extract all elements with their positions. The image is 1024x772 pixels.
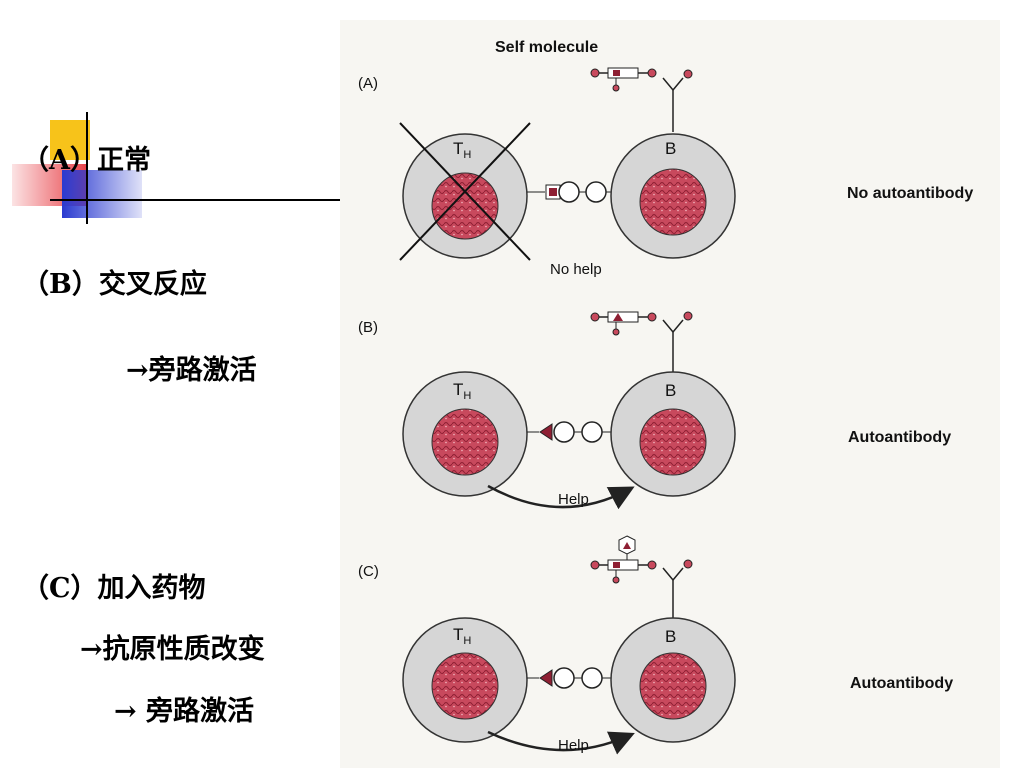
- result-no-autoantibody: No autoantibody: [847, 185, 973, 202]
- help-label: Help: [558, 737, 589, 754]
- label-c-drug: （C）加入药物: [22, 573, 206, 604]
- slide-ornament: [12, 112, 147, 224]
- th-nucleus: [431, 652, 499, 720]
- result-autoantibody: Autoantibody: [850, 675, 953, 692]
- b-cell-receptor: [662, 69, 693, 132]
- b-nucleus: [639, 408, 707, 476]
- self-molecule: [590, 311, 657, 336]
- no-help-label: No help: [550, 261, 602, 278]
- tolerance-figure: Self molecule (A) TH: [340, 20, 1000, 768]
- panel-b: (B) TH B: [358, 311, 951, 510]
- tcr-mhc-complex: [527, 667, 612, 689]
- tcr-mhc-complex: [527, 181, 612, 203]
- tcr-mhc-complex: [527, 421, 612, 443]
- panel-c-label: (C): [358, 563, 379, 580]
- th-label: TH: [453, 139, 471, 161]
- panel-b-label: (B): [358, 319, 378, 336]
- self-molecule: [590, 67, 657, 92]
- th-label: TH: [453, 380, 471, 402]
- result-autoantibody: Autoantibody: [848, 429, 951, 446]
- help-arrow: [487, 730, 635, 755]
- label-c-antigen-change: →抗原性质改变: [80, 634, 265, 665]
- th-label: TH: [453, 625, 471, 647]
- label-b-bypass: →旁路激活: [126, 355, 257, 386]
- title-rule: [50, 199, 342, 201]
- b-cell-receptor: [662, 311, 693, 372]
- th-nucleus: [431, 408, 499, 476]
- label-b-cross-reaction: （B）交叉反应: [22, 269, 207, 300]
- label-a-normal: （A）正常: [22, 145, 151, 176]
- th-nucleus: [431, 172, 499, 240]
- help-arrow: [487, 484, 635, 510]
- panel-a: (A) TH: [358, 67, 973, 278]
- panel-c: (C) TH: [358, 535, 953, 755]
- b-label: B: [665, 381, 676, 400]
- figure-title: Self molecule: [495, 39, 598, 56]
- label-c-bypass: → 旁路激活: [114, 696, 255, 727]
- b-label: B: [665, 627, 676, 646]
- panel-a-label: (A): [358, 75, 378, 92]
- b-label: B: [665, 139, 676, 158]
- drug-modified-self-molecule: [590, 535, 657, 584]
- b-cell-receptor: [662, 559, 693, 618]
- b-nucleus: [639, 652, 707, 720]
- help-label: Help: [558, 491, 589, 508]
- cross-out-line-2: [399, 122, 531, 261]
- b-nucleus: [639, 168, 707, 236]
